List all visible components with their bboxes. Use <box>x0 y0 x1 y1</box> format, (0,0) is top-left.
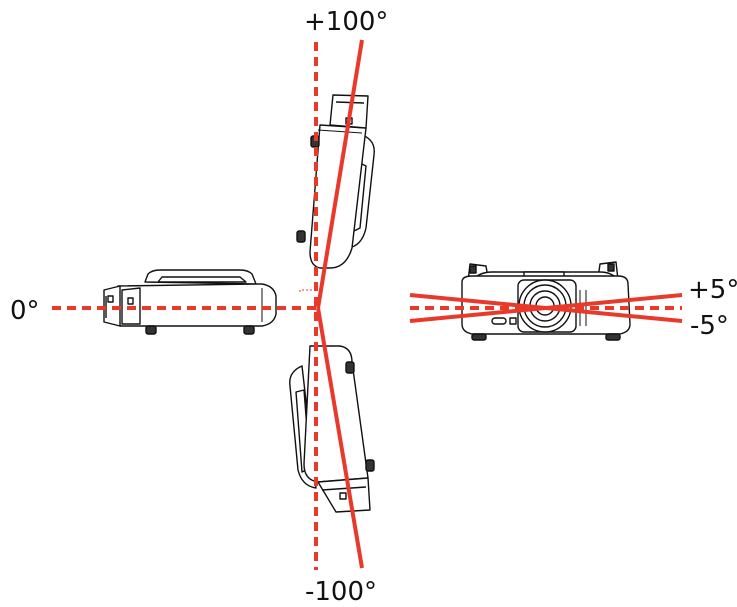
label-minus-100: -100° <box>305 577 377 607</box>
label-plus-5: +5° <box>688 275 737 305</box>
projector-front-view <box>461 261 631 341</box>
tilt-axis-lines <box>52 39 683 570</box>
label-zero: 0° <box>10 296 40 326</box>
label-plus-100: +100° <box>304 7 388 37</box>
tilt-line-plus-100 <box>316 39 364 309</box>
roll-line-minus-5 <box>409 293 683 323</box>
tilt-line-minus-100 <box>316 307 364 569</box>
projector-horizontal <box>103 269 277 335</box>
projector-tilted-up <box>296 94 375 269</box>
label-minus-5: -5° <box>690 311 729 341</box>
projector-tilted-down <box>289 345 375 513</box>
